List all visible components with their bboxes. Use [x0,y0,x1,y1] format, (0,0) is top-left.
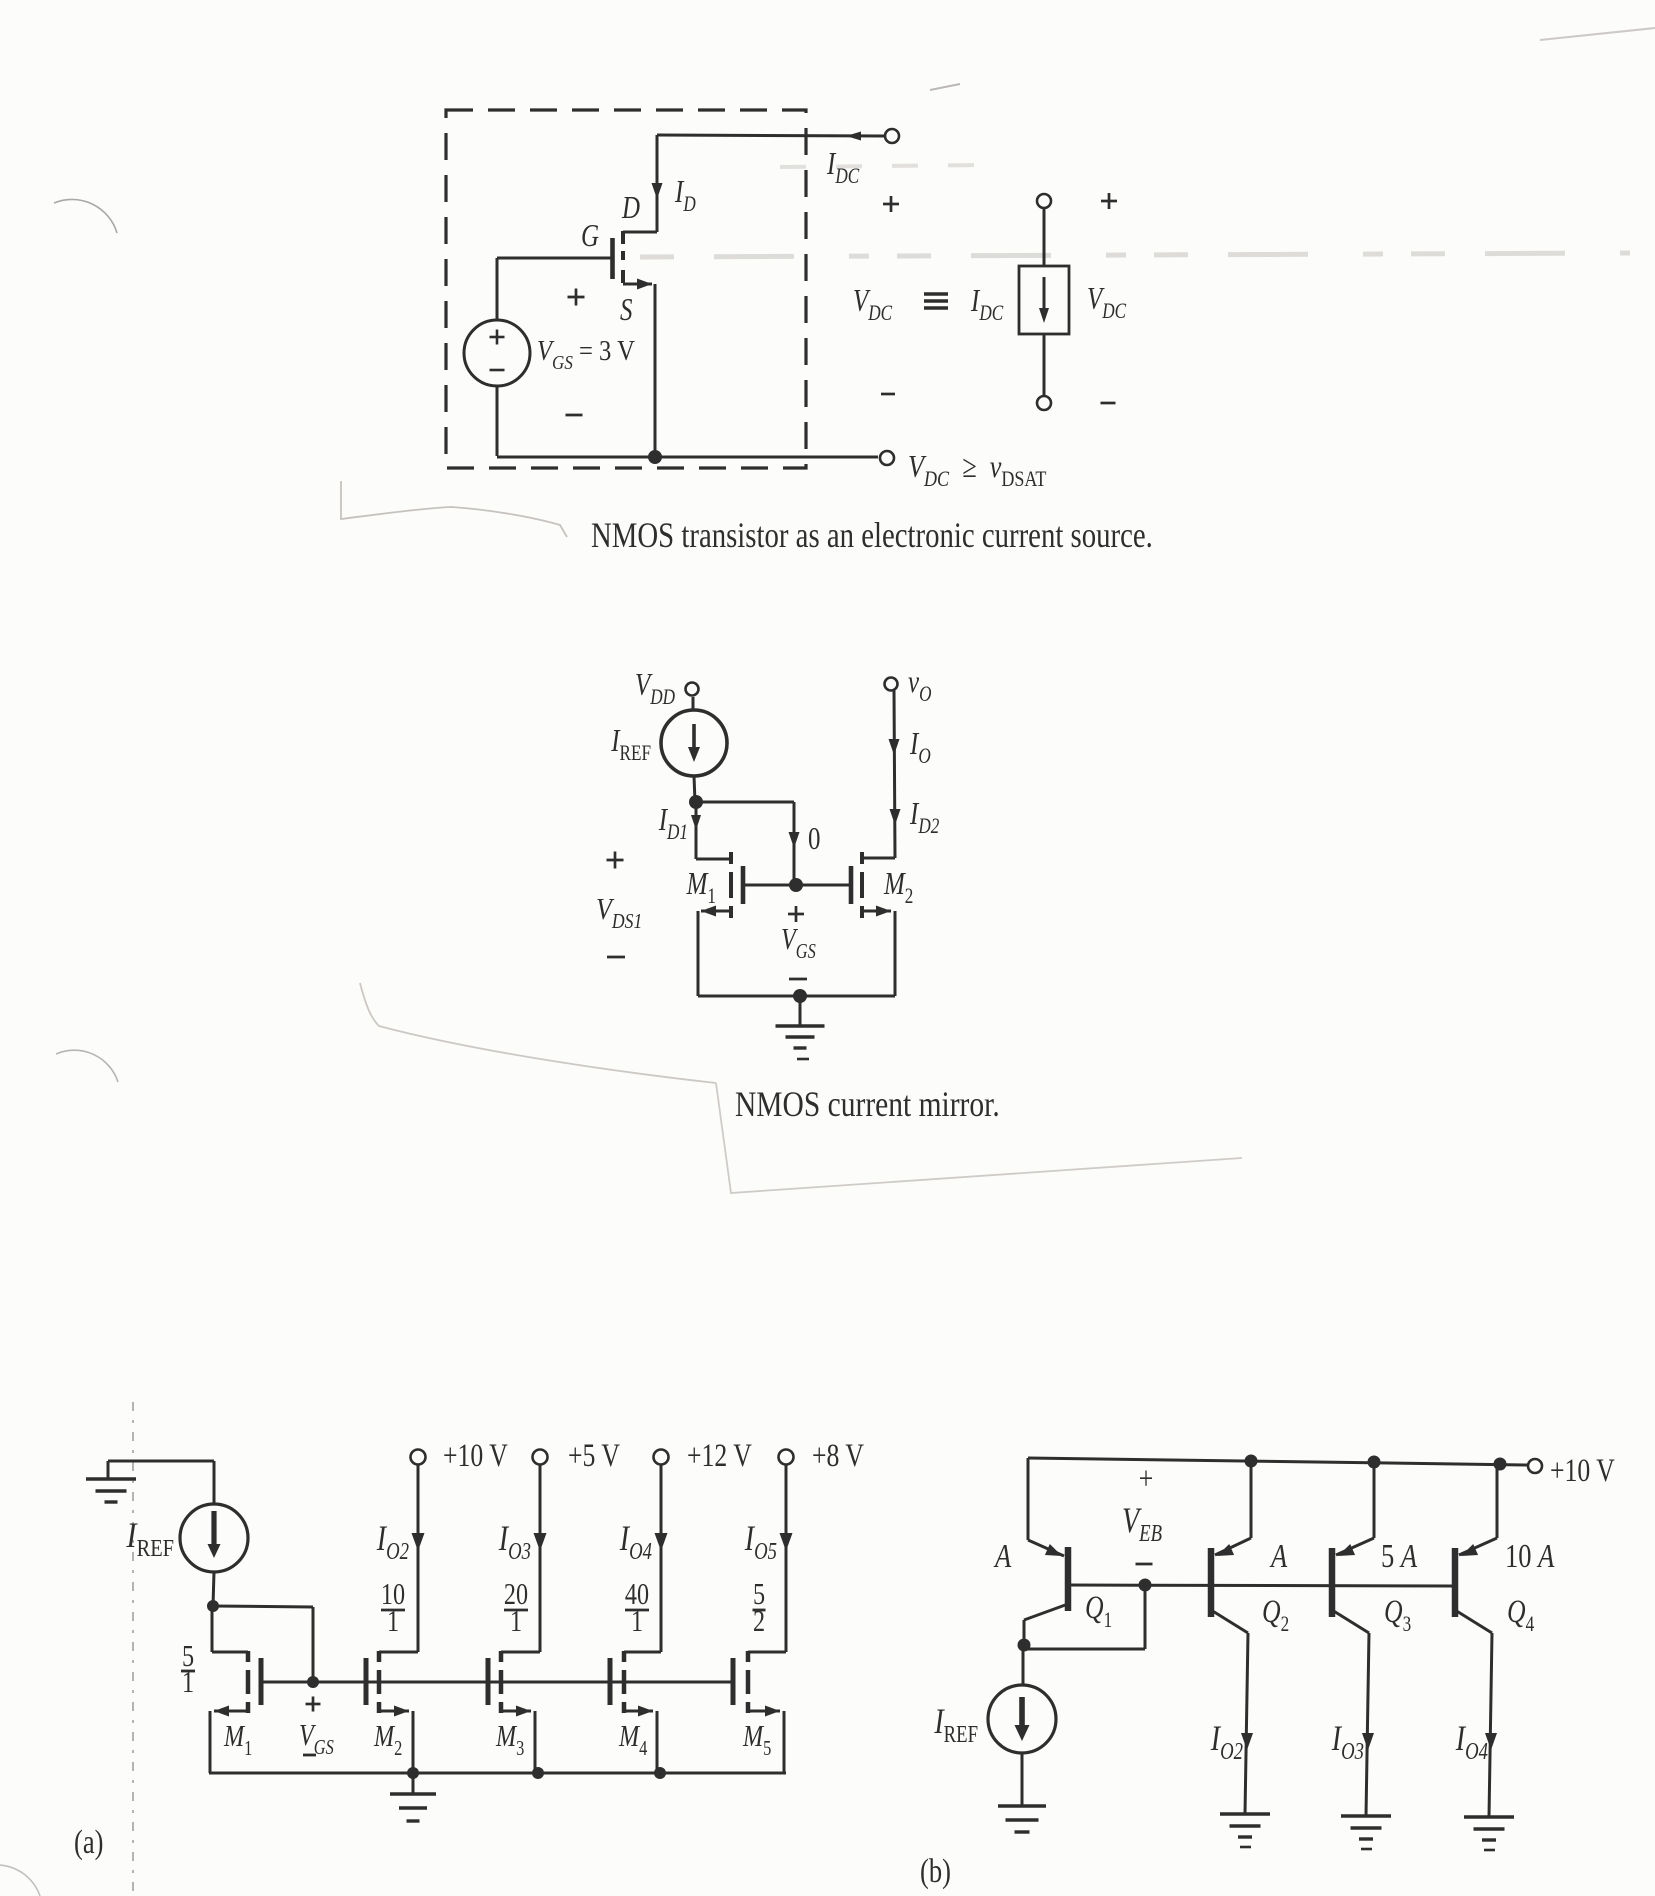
svg-text:Q4: Q4 [1507,1594,1534,1636]
svg-text:1: 1 [387,1604,399,1639]
svg-text:NMOS current mirror.: NMOS current mirror. [735,1085,1000,1124]
svg-text:IREF: IREF [610,723,651,765]
svg-text:D: D [621,190,640,226]
svg-text:(b): (b) [920,1852,951,1890]
svg-text:M2: M2 [373,1719,402,1760]
svg-text:+8 V: +8 V [812,1438,864,1474]
svg-text:M4: M4 [618,1719,648,1760]
svg-text:VEB: VEB [1122,1500,1162,1547]
svg-text:IO3: IO3 [1331,1718,1364,1765]
svg-text:IO2: IO2 [376,1518,409,1565]
svg-text:+: + [1139,1461,1154,1497]
svg-text:VGS: VGS [781,922,816,963]
svg-text:M1: M1 [223,1719,252,1760]
svg-text:VDS1: VDS1 [596,892,642,933]
svg-text:IO3: IO3 [498,1518,531,1565]
svg-text:10: 10 [381,1577,405,1612]
svg-text:1: 1 [182,1665,194,1700]
svg-text:M2: M2 [883,866,913,908]
svg-text:+5 V: +5 V [568,1438,620,1474]
svg-text:VGS = 3 V: VGS = 3 V [537,334,635,374]
svg-text:5: 5 [753,1577,765,1612]
svg-text:ID2: ID2 [909,796,939,838]
svg-text:VDD: VDD [635,667,675,709]
svg-text:A: A [993,1537,1011,1575]
svg-text:IDC: IDC [826,146,860,188]
svg-text:10 A: 10 A [1505,1537,1555,1575]
svg-text:VGS: VGS [299,1718,334,1759]
svg-text:NMOS transistor as an electron: NMOS transistor as an electronic current… [591,516,1153,556]
svg-text:VDC ≥ vDSAT: VDC ≥ vDSAT [908,450,1046,492]
svg-text:IDC: IDC [970,283,1004,325]
svg-text:IREF: IREF [125,1516,174,1562]
svg-text:IREF: IREF [933,1701,978,1748]
svg-text:Q3: Q3 [1384,1594,1411,1636]
svg-text:M5: M5 [742,1719,771,1760]
svg-text:Q1: Q1 [1085,1590,1112,1632]
svg-text:2: 2 [753,1604,765,1639]
svg-text:IO: IO [909,726,931,768]
svg-text:IO4: IO4 [619,1518,652,1565]
svg-text:ID1: ID1 [658,802,688,844]
svg-text:5: 5 [182,1639,194,1674]
svg-text:0: 0 [808,821,820,857]
svg-text:Q2: Q2 [1262,1594,1289,1636]
svg-text:+12 V: +12 V [687,1438,752,1474]
svg-text:M1: M1 [686,866,716,908]
svg-text:+10 V: +10 V [443,1438,508,1474]
svg-text:VDC: VDC [1087,281,1127,323]
svg-text:IO2: IO2 [1210,1718,1243,1765]
svg-text:M3: M3 [495,1719,524,1760]
svg-text:A: A [1269,1537,1287,1575]
svg-text:IO5: IO5 [744,1518,777,1565]
svg-text:1: 1 [631,1604,643,1639]
svg-text:(a): (a) [74,1823,103,1861]
svg-text:VDC: VDC [853,283,893,325]
svg-text:40: 40 [625,1577,649,1612]
svg-text:vO: vO [908,664,931,706]
svg-text:G: G [581,218,599,254]
svg-text:20: 20 [504,1577,528,1612]
svg-text:+10 V: +10 V [1550,1453,1615,1489]
svg-text:ID: ID [674,174,696,216]
svg-text:IO4: IO4 [1455,1718,1488,1765]
svg-text:5 A: 5 A [1381,1537,1417,1575]
svg-text:S: S [620,292,632,328]
svg-text:1: 1 [510,1604,522,1639]
